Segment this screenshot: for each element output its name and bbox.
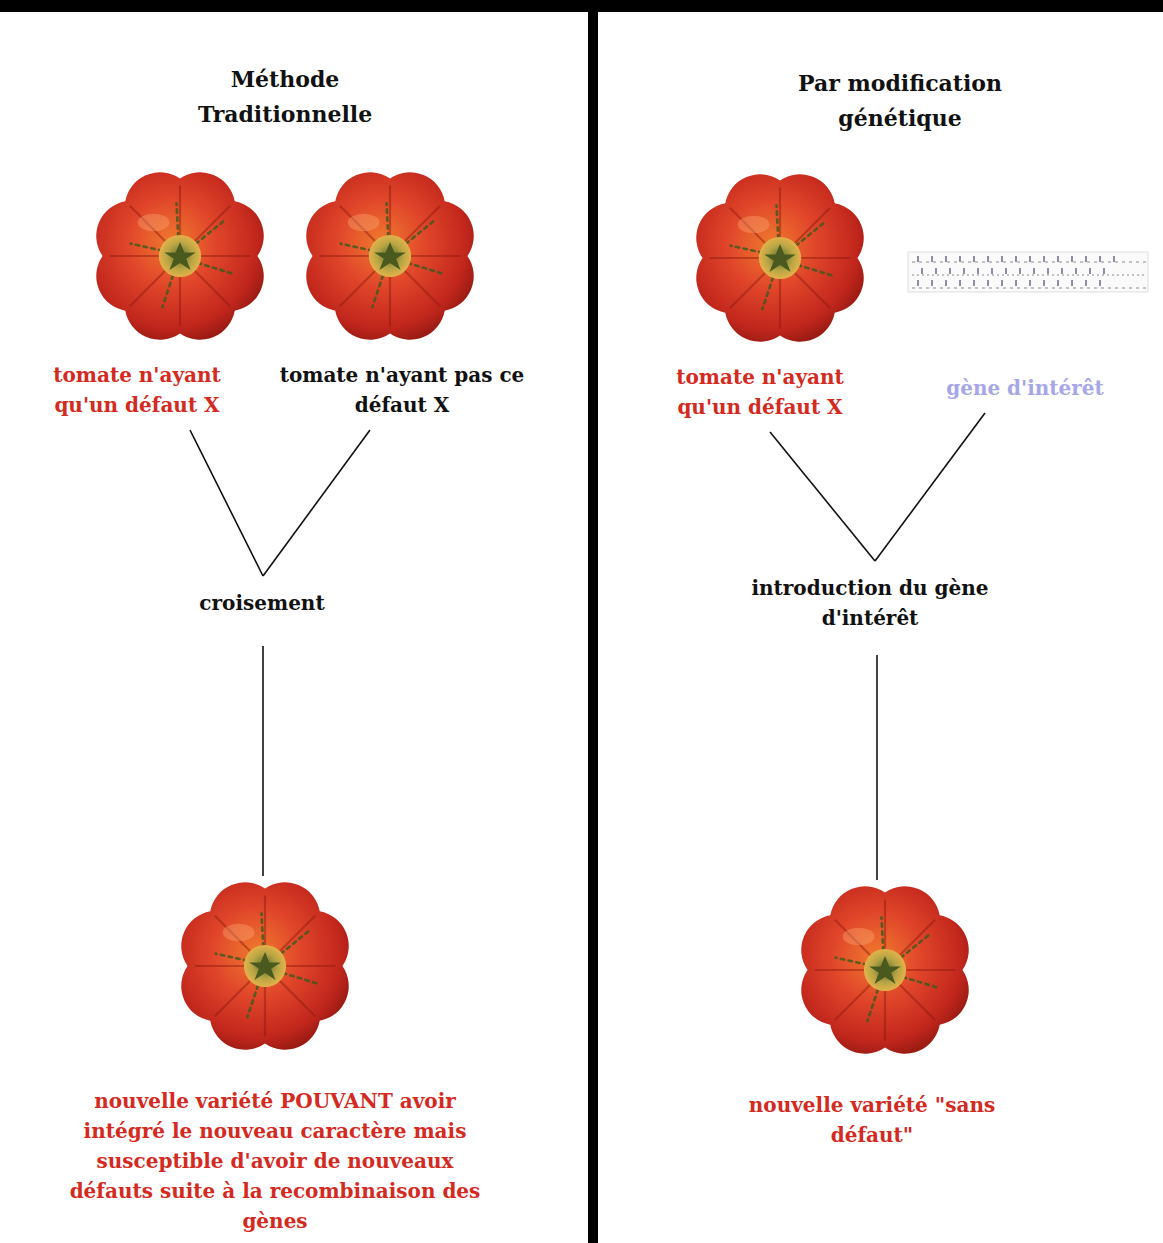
tomato-node: tomate n'ayant qu'un défaut X <box>22 168 252 420</box>
node-text: tomate n'ayant qu'un défaut X <box>22 360 252 420</box>
tomato-node: tomate n'ayant pas ce défaut X <box>277 168 527 420</box>
node-text: introduction du gène d'intérêt <box>740 573 1000 633</box>
tomato-picture <box>306 172 473 339</box>
connector-line <box>876 655 878 880</box>
divider-bar <box>588 0 598 1243</box>
step-label: introduction du gène d'intérêt <box>740 573 1000 633</box>
node-text: nouvelle variété POUVANT avoir intégré l… <box>55 1086 495 1236</box>
connector-line <box>190 430 263 576</box>
dna-sequence <box>908 252 1148 292</box>
node-text: tomate n'ayant qu'un défaut X <box>645 362 875 422</box>
panel-title: Par modification génétique <box>760 66 1040 136</box>
connector-line <box>262 646 264 876</box>
tomato-node: tomate n'ayant qu'un défaut X <box>645 170 875 422</box>
connector-line <box>770 432 875 561</box>
node-text: gène d'intérêt <box>925 373 1125 403</box>
tomato-picture <box>96 172 263 339</box>
connector-line <box>263 430 370 576</box>
connector-line <box>875 413 985 561</box>
tomato-node: nouvelle variété "sans défaut" <box>742 882 1002 1150</box>
panel-title: Méthode Traditionnelle <box>175 62 395 132</box>
gene-node: gène d'intérêt <box>925 245 1125 403</box>
tomato-picture <box>696 174 863 341</box>
node-text: croisement <box>162 588 362 618</box>
tomato-picture <box>801 886 968 1053</box>
step-label: croisement <box>162 588 362 618</box>
node-text: nouvelle variété "sans défaut" <box>742 1090 1002 1150</box>
top-bar <box>0 0 1163 12</box>
tomato-picture <box>181 882 348 1049</box>
node-text: tomate n'ayant pas ce défaut X <box>277 360 527 420</box>
tomato-node: nouvelle variété POUVANT avoir intégré l… <box>55 878 495 1236</box>
